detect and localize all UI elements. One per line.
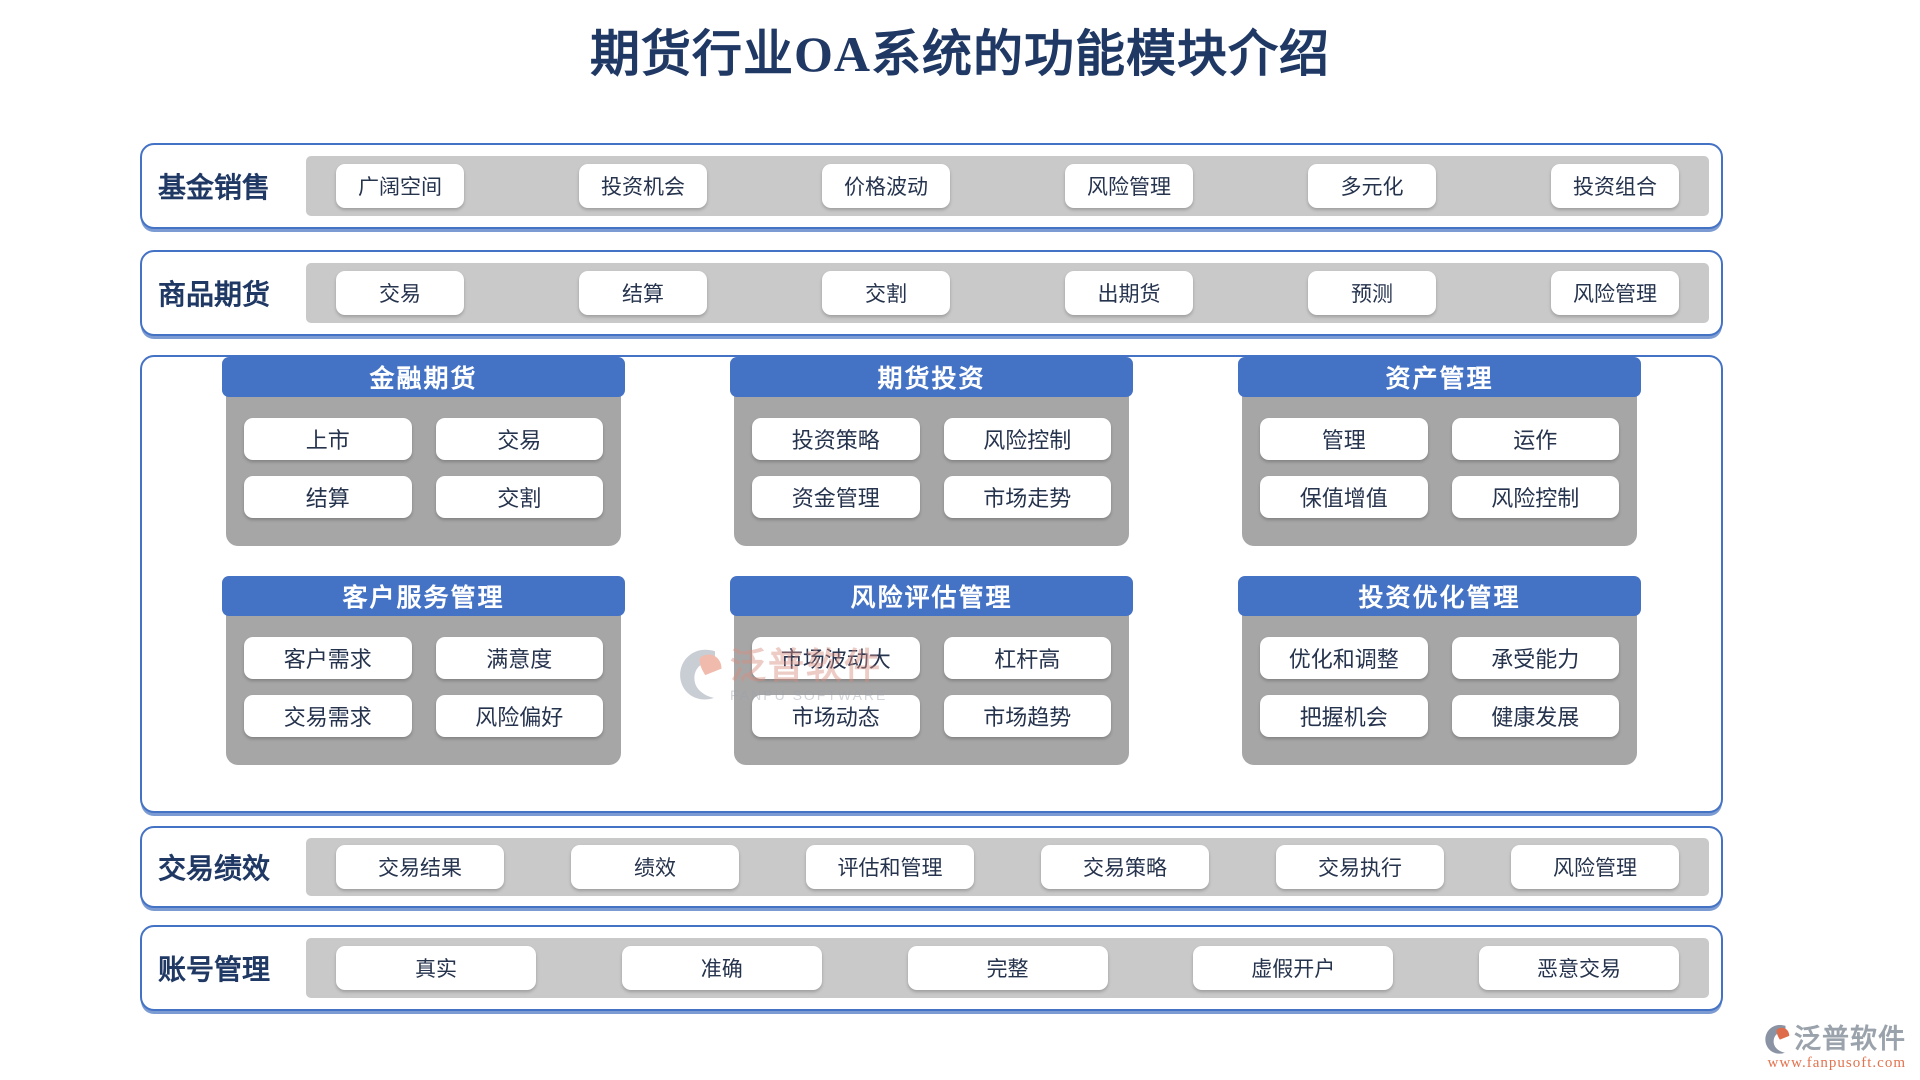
card-body: 上市 交易 结算 交割 [226, 394, 621, 546]
module-button[interactable]: 价格波动 [822, 163, 950, 208]
card-body: 市场波动大 杠杆高 市场动态 市场趋势 [734, 613, 1129, 765]
module-button[interactable]: 交易需求 [244, 695, 412, 737]
module-button[interactable]: 广阔空间 [336, 163, 464, 208]
module-button[interactable]: 市场趋势 [943, 695, 1111, 737]
module-button[interactable]: 交割 [822, 270, 950, 315]
module-button[interactable]: 预测 [1308, 270, 1436, 315]
module-button[interactable]: 投资机会 [579, 163, 707, 208]
module-button[interactable]: 保值增值 [1260, 476, 1428, 518]
module-button[interactable]: 绩效 [571, 845, 739, 889]
module-button[interactable]: 结算 [579, 270, 707, 315]
row-band: 交易 结算 交割 出期货 预测 风险管理 [306, 262, 1709, 324]
module-button[interactable]: 交易 [435, 418, 603, 460]
card-title: 期货投资 [730, 357, 1133, 397]
module-button[interactable]: 多元化 [1308, 163, 1436, 208]
module-button[interactable]: 市场动态 [752, 695, 920, 737]
module-button[interactable]: 交易策略 [1041, 845, 1209, 889]
card-title: 客户服务管理 [222, 576, 625, 616]
module-button[interactable]: 承受能力 [1451, 637, 1619, 679]
card-risk-assessment: 风险评估管理 市场波动大 杠杆高 市场动态 市场趋势 [730, 576, 1133, 765]
card-title: 风险评估管理 [730, 576, 1133, 616]
module-button[interactable]: 健康发展 [1451, 695, 1619, 737]
row-band: 真实 准确 完整 虚假开户 恶意交易 [306, 937, 1709, 999]
card-title: 投资优化管理 [1238, 576, 1641, 616]
footer-brand: 泛普软件 www.fanpusoft.com [1764, 1024, 1906, 1072]
module-button[interactable]: 风险管理 [1551, 270, 1679, 315]
module-button[interactable]: 交易 [336, 270, 464, 315]
row-commodity-futures: 商品期货 交易 结算 交割 出期货 预测 风险管理 [140, 250, 1723, 336]
fanpu-logo-icon [1765, 1025, 1790, 1054]
module-button[interactable]: 运作 [1451, 418, 1619, 460]
card-body: 投资策略 风险控制 资金管理 市场走势 [734, 394, 1129, 546]
module-button[interactable]: 上市 [244, 418, 412, 460]
module-button[interactable]: 风险偏好 [435, 695, 603, 737]
module-button[interactable]: 市场走势 [943, 476, 1111, 518]
row-account-management: 账号管理 真实 准确 完整 虚假开户 恶意交易 [140, 925, 1723, 1011]
module-button[interactable]: 交易结果 [336, 845, 504, 889]
module-button[interactable]: 评估和管理 [806, 845, 974, 889]
module-button[interactable]: 结算 [244, 476, 412, 518]
row-band: 交易结果 绩效 评估和管理 交易策略 交易执行 风险管理 [306, 838, 1709, 896]
module-button[interactable]: 市场波动大 [752, 637, 920, 679]
row-label-account-management: 账号管理 [158, 955, 271, 986]
module-button[interactable]: 投资策略 [752, 418, 920, 460]
row-trading-performance: 交易绩效 交易结果 绩效 评估和管理 交易策略 交易执行 风险管理 [140, 826, 1723, 908]
module-button[interactable]: 风险控制 [943, 418, 1111, 460]
module-button[interactable]: 把握机会 [1260, 695, 1428, 737]
card-title: 资产管理 [1238, 357, 1641, 397]
row-label-commodity-futures: 商品期货 [158, 280, 271, 311]
card-title: 金融期货 [222, 357, 625, 397]
module-button[interactable]: 投资组合 [1551, 163, 1679, 208]
modules-panel: 金融期货 上市 交易 结算 交割 期货投资 投资策略 风险控制 资金管理 市场走… [140, 355, 1723, 813]
card-financial-futures: 金融期货 上市 交易 结算 交割 [222, 357, 625, 546]
module-button[interactable]: 交割 [435, 476, 603, 518]
card-investment-optimization: 投资优化管理 优化和调整 承受能力 把握机会 健康发展 [1238, 576, 1641, 765]
footer-brand-name: 泛普软件 [1794, 1023, 1906, 1054]
module-button[interactable]: 管理 [1260, 418, 1428, 460]
card-asset-management: 资产管理 管理 运作 保值增值 风险控制 [1238, 357, 1641, 546]
module-button[interactable]: 真实 [336, 945, 536, 990]
module-button[interactable]: 风险管理 [1065, 163, 1193, 208]
card-body: 管理 运作 保值增值 风险控制 [1242, 394, 1637, 546]
card-body: 客户需求 满意度 交易需求 风险偏好 [226, 613, 621, 765]
module-button[interactable]: 恶意交易 [1479, 945, 1679, 990]
card-customer-service: 客户服务管理 客户需求 满意度 交易需求 风险偏好 [222, 576, 625, 765]
row-fund-sales: 基金销售 广阔空间 投资机会 价格波动 风险管理 多元化 投资组合 [140, 143, 1723, 229]
module-button[interactable]: 风险控制 [1451, 476, 1619, 518]
card-futures-investment: 期货投资 投资策略 风险控制 资金管理 市场走势 [730, 357, 1133, 546]
module-button[interactable]: 优化和调整 [1260, 637, 1428, 679]
footer-website: www.fanpusoft.com [1767, 1055, 1906, 1071]
module-button[interactable]: 杠杆高 [943, 637, 1111, 679]
page-title: 期货行业OA系统的功能模块介绍 [590, 26, 1330, 82]
module-button[interactable]: 出期货 [1065, 270, 1193, 315]
row-label-trading-performance: 交易绩效 [158, 854, 271, 885]
module-button[interactable]: 完整 [907, 945, 1108, 990]
module-button[interactable]: 准确 [621, 945, 822, 990]
module-button[interactable]: 风险管理 [1511, 845, 1679, 889]
module-button[interactable]: 资金管理 [752, 476, 920, 518]
module-button[interactable]: 交易执行 [1276, 845, 1444, 889]
card-body: 优化和调整 承受能力 把握机会 健康发展 [1242, 613, 1637, 765]
row-band: 广阔空间 投资机会 价格波动 风险管理 多元化 投资组合 [306, 155, 1709, 217]
row-label-fund-sales: 基金销售 [158, 173, 271, 204]
module-button[interactable]: 虚假开户 [1193, 945, 1394, 990]
module-button[interactable]: 客户需求 [244, 637, 412, 679]
module-button[interactable]: 满意度 [435, 637, 603, 679]
